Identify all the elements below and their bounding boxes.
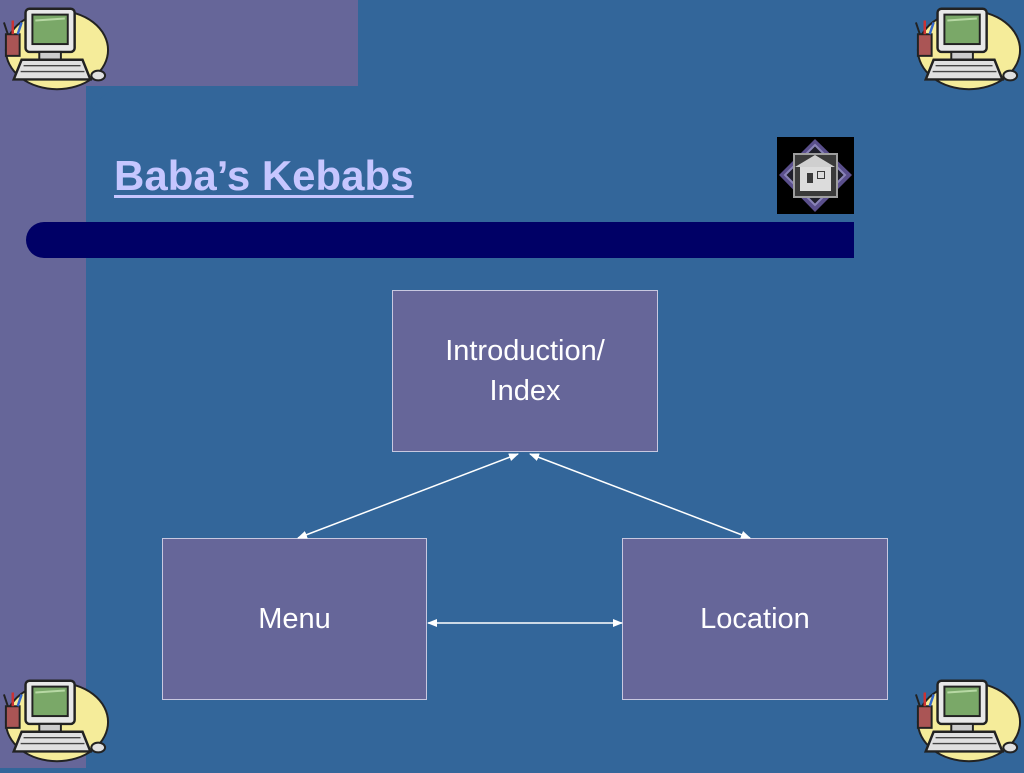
computer-clipart-icon <box>0 672 110 768</box>
node-menu: Menu <box>162 538 427 700</box>
computer-clipart-icon <box>0 0 110 96</box>
left-band <box>0 0 86 768</box>
node-location: Location <box>622 538 888 700</box>
title-underline-bar <box>26 222 854 258</box>
slide-title[interactable]: Baba’s Kebabs <box>114 152 414 199</box>
node-label: Menu <box>258 603 331 635</box>
computer-clipart-icon <box>912 0 1022 96</box>
node-label: Introduction/ Index <box>445 335 605 407</box>
home-logo-icon <box>777 137 854 214</box>
computer-clipart-icon <box>912 672 1022 768</box>
node-label: Location <box>700 603 810 635</box>
node-introduction-index: Introduction/ Index <box>392 290 658 452</box>
